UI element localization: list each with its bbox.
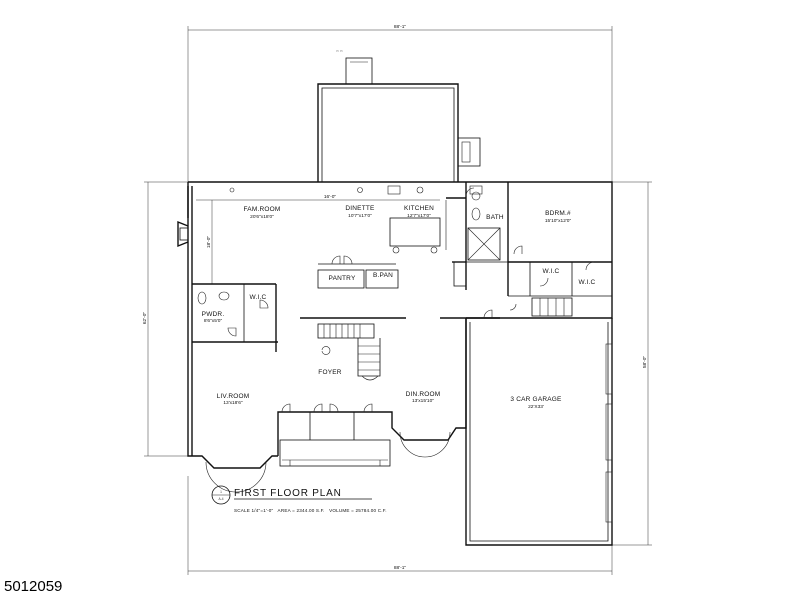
- room-liv-room-dims: 13'x18'6": [223, 400, 243, 406]
- plan-title: FIRST FLOOR PLAN: [234, 488, 342, 499]
- bath-fixtures: [467, 185, 501, 261]
- room-wic-bdrm: W.I.C: [543, 268, 560, 275]
- plan-scale-area-volume: SCALE 1/4"=1'-0" AREA = 2344.00 S.F. VOL…: [234, 508, 387, 513]
- room-pantry: PANTRY: [329, 275, 356, 282]
- sheet-number-bottom: A-4: [219, 497, 224, 501]
- room-din-room: DIN.ROOM: [406, 391, 441, 398]
- kitchen-fixtures: [229, 185, 467, 287]
- front-porch: [279, 439, 391, 467]
- dim-fam-depth: 18'-0": [206, 236, 212, 249]
- deck-note-icon: ▭ ▭: [336, 49, 343, 53]
- room-foyer: FOYER: [318, 369, 341, 376]
- dim-fam-width: 16'-0": [324, 194, 337, 200]
- dim-overall-top: 88'-1": [394, 24, 407, 30]
- room-kitchen: KITCHEN: [404, 205, 434, 212]
- doors: [205, 187, 595, 493]
- room-dinette: DINETTE: [345, 205, 375, 212]
- room-dinette-dims: 10'7"x17'0": [348, 213, 372, 219]
- dim-right-side: 58'-0": [642, 356, 648, 369]
- rear-deck: ▭ ▭: [317, 49, 481, 182]
- sheet-number-top: 1: [220, 490, 222, 494]
- listing-id: 5012059: [4, 578, 63, 595]
- overall-dimension-lines: [144, 26, 652, 575]
- room-pwdr-dims: 8'6"x5'0": [204, 318, 223, 324]
- room-wic-bdrm-2: W.I.C: [579, 279, 596, 286]
- room-kitchen-dims: 12'7"x17'0": [407, 213, 431, 219]
- main-stair: [317, 297, 573, 381]
- room-din-room-dims: 13'x15'10": [412, 398, 434, 404]
- room-fam-room-dims: 20'6"x18'0": [250, 214, 274, 220]
- room-fam-room: FAM.ROOM: [244, 206, 281, 213]
- room-liv-room: LIV.ROOM: [217, 393, 250, 400]
- room-pwdr: PWDR.: [202, 311, 225, 318]
- dim-left-side: 62'-0": [142, 312, 148, 325]
- room-garage: 3 CAR GARAGE: [510, 396, 562, 403]
- room-bdrm: BDRM.#: [545, 210, 571, 217]
- room-bath: BATH: [486, 214, 504, 221]
- powder-fixtures: [197, 291, 230, 305]
- room-wic-pwdr: W.I.C: [250, 294, 267, 301]
- room-garage-dims: 22'X33': [528, 404, 544, 410]
- dim-overall-bottom: 88'-1": [394, 565, 407, 571]
- title-block: [211, 485, 231, 505]
- garage-door-marks: [520, 343, 613, 546]
- fireplace: [177, 220, 189, 248]
- room-bdrm-dims: 15'10"x12'0": [545, 218, 572, 224]
- room-b-pan: B.PAN: [373, 272, 393, 279]
